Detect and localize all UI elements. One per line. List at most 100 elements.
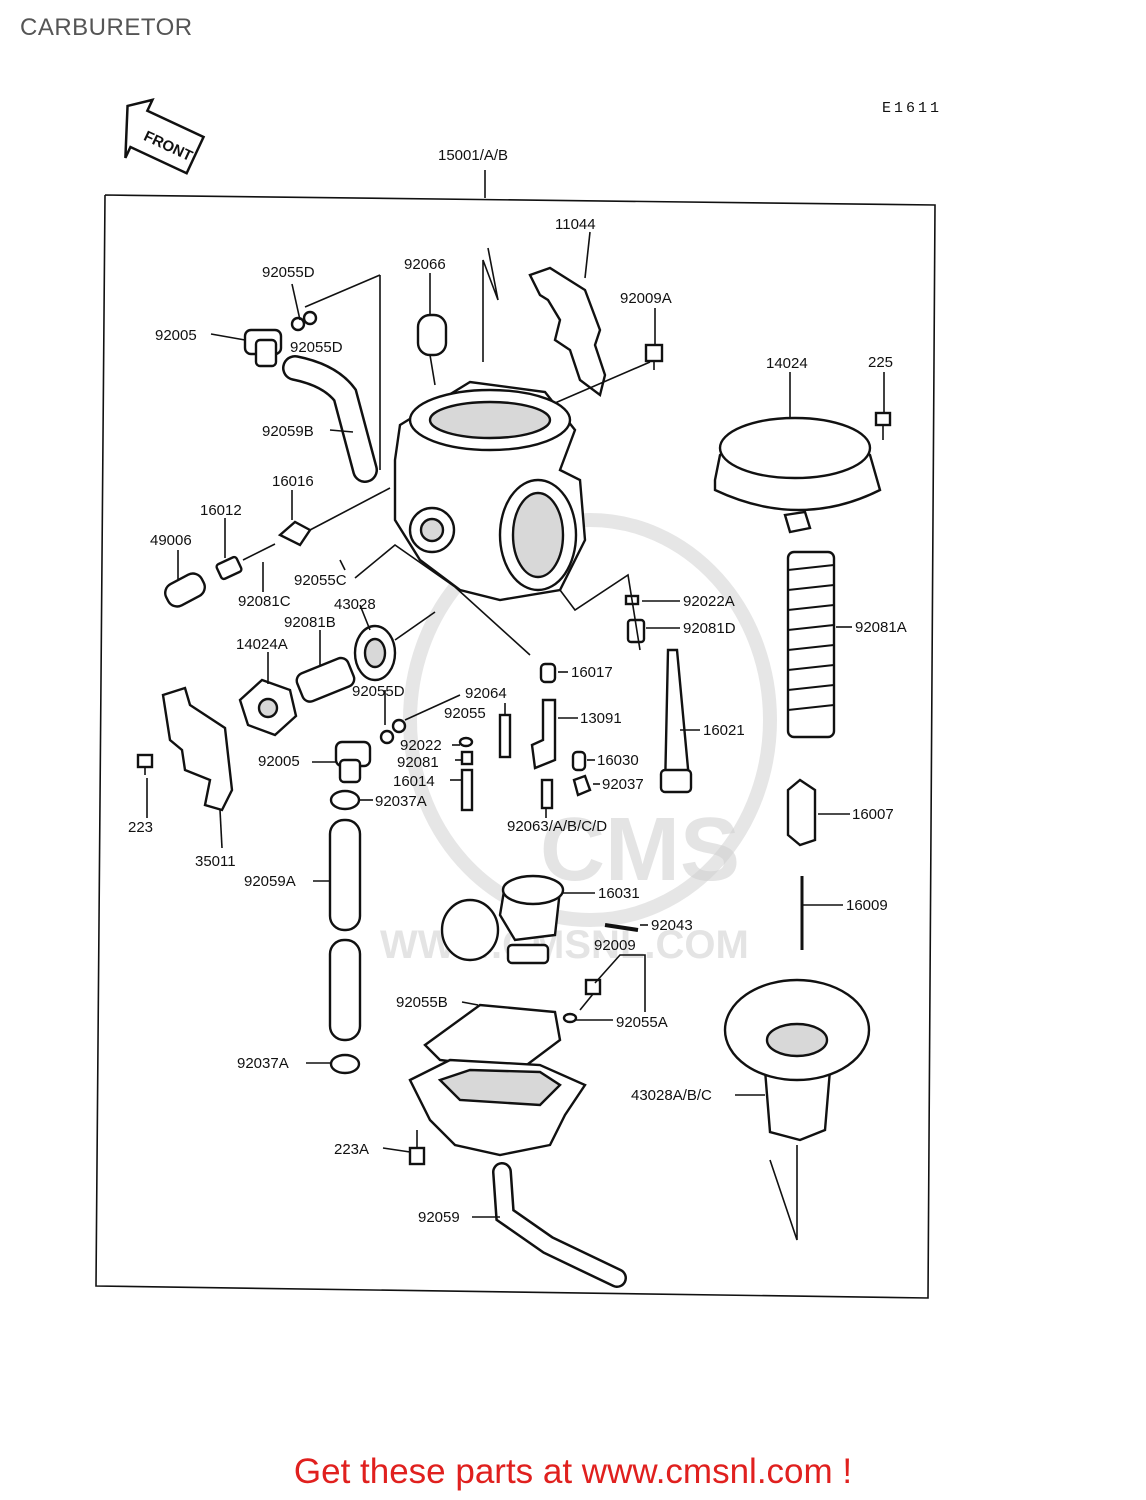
part-labels: 15001/A/B 11044 92066 92055D 92005 92055… — [128, 147, 907, 1226]
label-16014: 16014 — [393, 773, 435, 790]
part-16012-screw — [215, 543, 276, 581]
part-16007-clip — [786, 778, 817, 847]
label-16021: 16021 — [703, 722, 745, 739]
label-92059B: 92059B — [262, 423, 314, 440]
label-92055: 92055 — [444, 705, 486, 722]
part-92059A-hose — [328, 818, 362, 1042]
part-92066-cap — [416, 313, 448, 357]
part-225-screw — [874, 411, 892, 440]
part-92055B-gasket — [423, 1003, 562, 1072]
part-shapes — [136, 266, 892, 1288]
label-92055D-b: 92055D — [290, 339, 343, 356]
label-92037: 92037 — [602, 776, 644, 793]
cms-watermark: CMS WWW.CMSNL.COM — [380, 513, 777, 967]
label-92055D-c: 92055D — [352, 683, 405, 700]
label-13091: 13091 — [580, 710, 622, 727]
part-float-bowl — [408, 1058, 587, 1157]
watermark-site: WWW.CMSNL.COM — [380, 923, 749, 967]
part-92081B-spring — [295, 656, 356, 703]
footer-cta-link[interactable]: Get these parts at www.cmsnl.com ! — [293, 1452, 853, 1491]
label-92081D: 92081D — [683, 620, 736, 637]
exploded-parts-diagram: CMS WWW.CMSNL.COM FRONT E1611 — [95, 98, 942, 1299]
part-92037A-clip-bottom — [329, 1053, 361, 1075]
front-arrow: FRONT — [124, 98, 206, 175]
part-49006-cap — [164, 572, 206, 608]
label-92081A: 92081A — [855, 619, 907, 636]
label-14024A: 14024A — [236, 636, 288, 653]
part-223-screw — [136, 753, 154, 775]
label-92043: 92043 — [651, 917, 693, 934]
label-92009A: 92009A — [620, 290, 672, 307]
label-92055C: 92055C — [294, 572, 347, 589]
label-92059: 92059 — [418, 1209, 460, 1226]
part-92081A-spring — [786, 550, 836, 739]
label-92081: 92081 — [397, 754, 439, 771]
label-92064: 92064 — [465, 685, 507, 702]
leader-lines — [146, 170, 885, 1241]
label-16009: 16009 — [846, 897, 888, 914]
label-92037A-a: 92037A — [375, 793, 427, 810]
part-16021-stem — [659, 648, 693, 794]
label-16007: 16007 — [852, 806, 894, 823]
part-92037A-clip-top — [329, 789, 361, 811]
part-13091 — [530, 698, 557, 770]
part-16031-float — [440, 874, 565, 965]
label-16030: 16030 — [597, 752, 639, 769]
part-16014 — [460, 768, 474, 812]
label-92037A-b: 92037A — [237, 1055, 289, 1072]
part-43028-diaphragm — [353, 624, 397, 682]
label-92055B: 92055B — [396, 994, 448, 1011]
label-225: 225 — [868, 354, 893, 371]
page-title: CARBURETOR — [20, 14, 193, 41]
label-92081B: 92081B — [284, 614, 336, 631]
label-92005-b: 92005 — [258, 753, 300, 770]
label-92022A: 92022A — [683, 593, 735, 610]
label-223: 223 — [128, 819, 153, 836]
label-223A: 223A — [334, 1141, 369, 1158]
part-92022 — [458, 736, 474, 748]
label-16016: 16016 — [272, 473, 314, 490]
label-92066: 92066 — [404, 256, 446, 273]
label-43028: 43028 — [334, 596, 376, 613]
part-92064 — [498, 713, 512, 759]
carburetor-body — [393, 380, 587, 602]
part-14024A-cover — [238, 678, 298, 737]
part-92055A — [562, 1012, 578, 1024]
label-49006: 49006 — [150, 532, 192, 549]
diagram-frame — [95, 194, 936, 1299]
part-92009-screw — [579, 978, 602, 1011]
part-92063 — [540, 778, 554, 810]
part-35011-bracket — [161, 686, 234, 812]
diagram-code: E1611 — [882, 100, 942, 117]
label-11044: 11044 — [555, 216, 596, 233]
part-16016-jet — [277, 520, 312, 547]
label-92022: 92022 — [400, 737, 442, 754]
part-92005-fitting-lower — [334, 718, 407, 784]
part-92043-pin — [604, 923, 639, 932]
label-16012: 16012 — [200, 502, 242, 519]
label-14024: 14024 — [766, 355, 808, 372]
part-92009A-screw — [644, 343, 664, 370]
label-92059A: 92059A — [244, 873, 296, 890]
label-92009: 92009 — [594, 937, 636, 954]
part-92081 — [460, 750, 474, 766]
part-223A-screw — [408, 1130, 426, 1166]
label-92055A: 92055A — [616, 1014, 668, 1031]
label-92055D-a: 92055D — [262, 264, 315, 281]
label-92081C: 92081C — [238, 593, 291, 610]
label-35011: 35011 — [195, 853, 236, 870]
label-15001: 15001/A/B — [438, 147, 508, 164]
part-43028ABC-piston — [723, 978, 871, 1142]
label-43028ABC: 43028A/B/C — [631, 1087, 712, 1104]
part-11044-bracket — [528, 266, 607, 398]
watermark-brand: CMS — [540, 800, 740, 900]
label-92063: 92063/A/B/C/D — [507, 818, 607, 835]
part-92005-fitting-top — [243, 310, 318, 368]
part-16017 — [539, 662, 557, 684]
label-92005-a: 92005 — [155, 327, 197, 344]
part-16030 — [571, 750, 587, 772]
label-16031: 16031 — [598, 885, 640, 902]
part-92037 — [572, 774, 592, 797]
part-14024-cover — [713, 416, 882, 534]
label-16017: 16017 — [571, 664, 613, 681]
